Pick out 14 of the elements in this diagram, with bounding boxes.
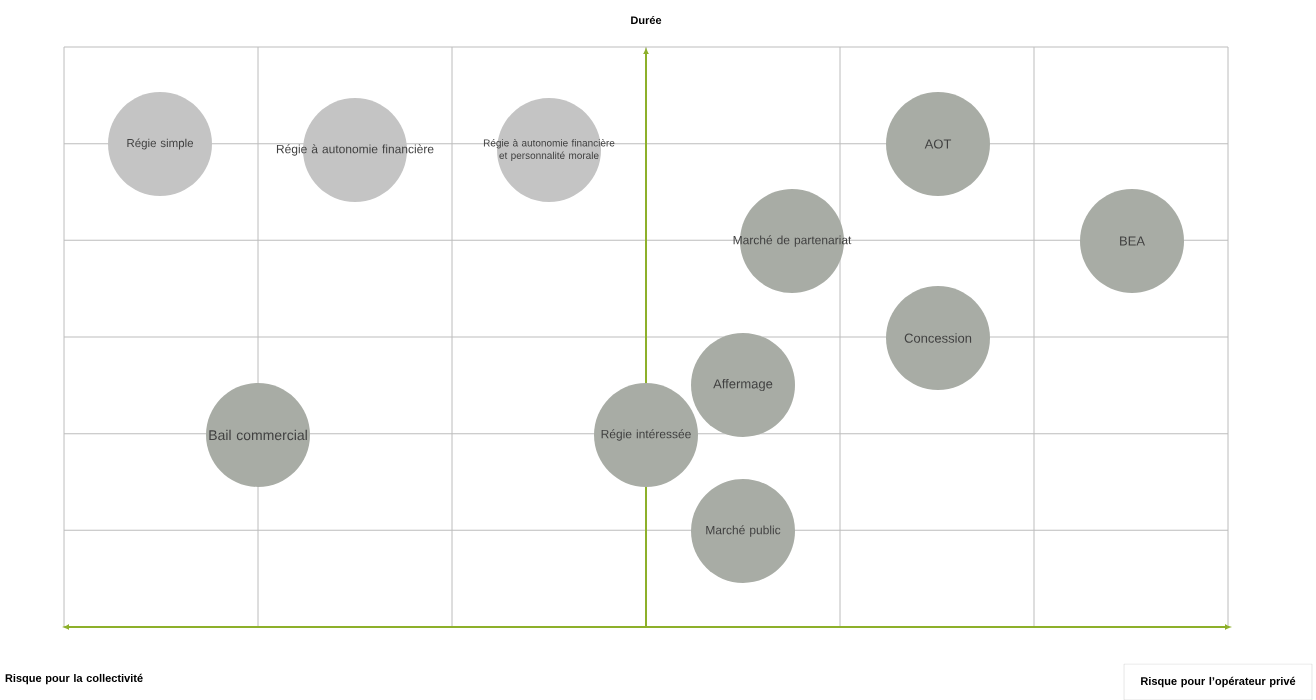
axis-label: Durée bbox=[631, 15, 662, 25]
bubble: Bail commercial bbox=[206, 383, 310, 487]
bubble: Concession bbox=[886, 286, 990, 390]
bubble: Régie simple bbox=[108, 92, 212, 196]
bubble: Régie à autonomie financière bbox=[276, 98, 434, 202]
bubble: Affermage bbox=[691, 333, 795, 437]
axis-label-box: Risque pour l’opérateur privé bbox=[1123, 663, 1313, 700]
bubble: AOT bbox=[886, 92, 990, 196]
bubble: Régie à autonomie financière et personnalité morale bbox=[483, 98, 615, 202]
bubble: BEA bbox=[1080, 189, 1184, 293]
bubble: Régie intéressée bbox=[594, 383, 698, 487]
axis-label: Risque pour la collectivité bbox=[5, 673, 143, 685]
bubble: Marché de partenariat bbox=[733, 189, 852, 293]
bubble: Marché public bbox=[691, 479, 795, 583]
